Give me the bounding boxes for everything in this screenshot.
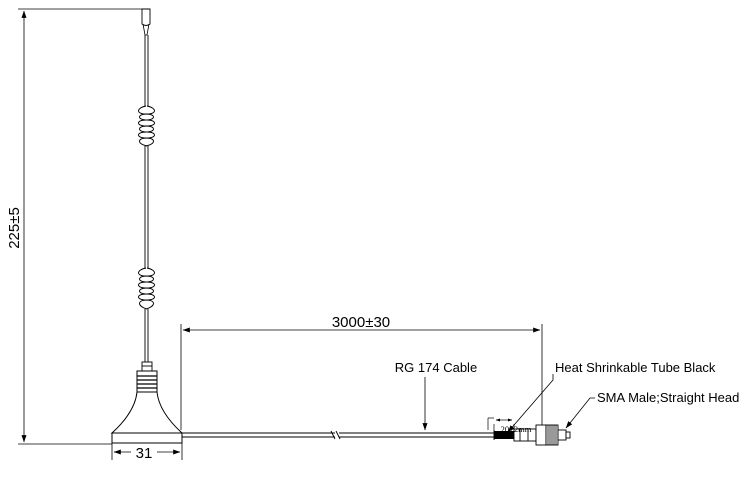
base-diameter-label-bg [131,444,157,460]
heat-shrink-tube [494,431,514,439]
sma-callout-leader [565,397,595,429]
base-diameter-label: 31 [136,445,153,462]
height-dimension [18,8,145,445]
antenna-mid-rod [144,146,149,268]
cable-callout-label: RG 174 Cable [395,360,477,375]
cable-length-label: 3000±30 [332,314,390,331]
shrink-tube-length-label: 20±2mm [501,424,532,434]
lower-loading-coil [138,267,155,310]
magnetic-base [110,370,184,444]
height-dimension-label: 225±5 [6,207,23,249]
heat-shrink-callout-label: Heat Shrinkable Tube Black [555,360,716,375]
sma-connector [513,424,571,446]
rg174-cable [182,430,494,440]
upper-loading-coil [138,105,155,147]
cable-length-dimension [180,324,543,430]
antenna-whip [141,8,151,106]
heat-shrink-callout-leader [507,374,554,433]
antenna-lower-rod [144,309,149,362]
sma-callout-label: SMA Male;Straight Head [597,390,739,405]
antenna-ferrule [141,361,153,372]
